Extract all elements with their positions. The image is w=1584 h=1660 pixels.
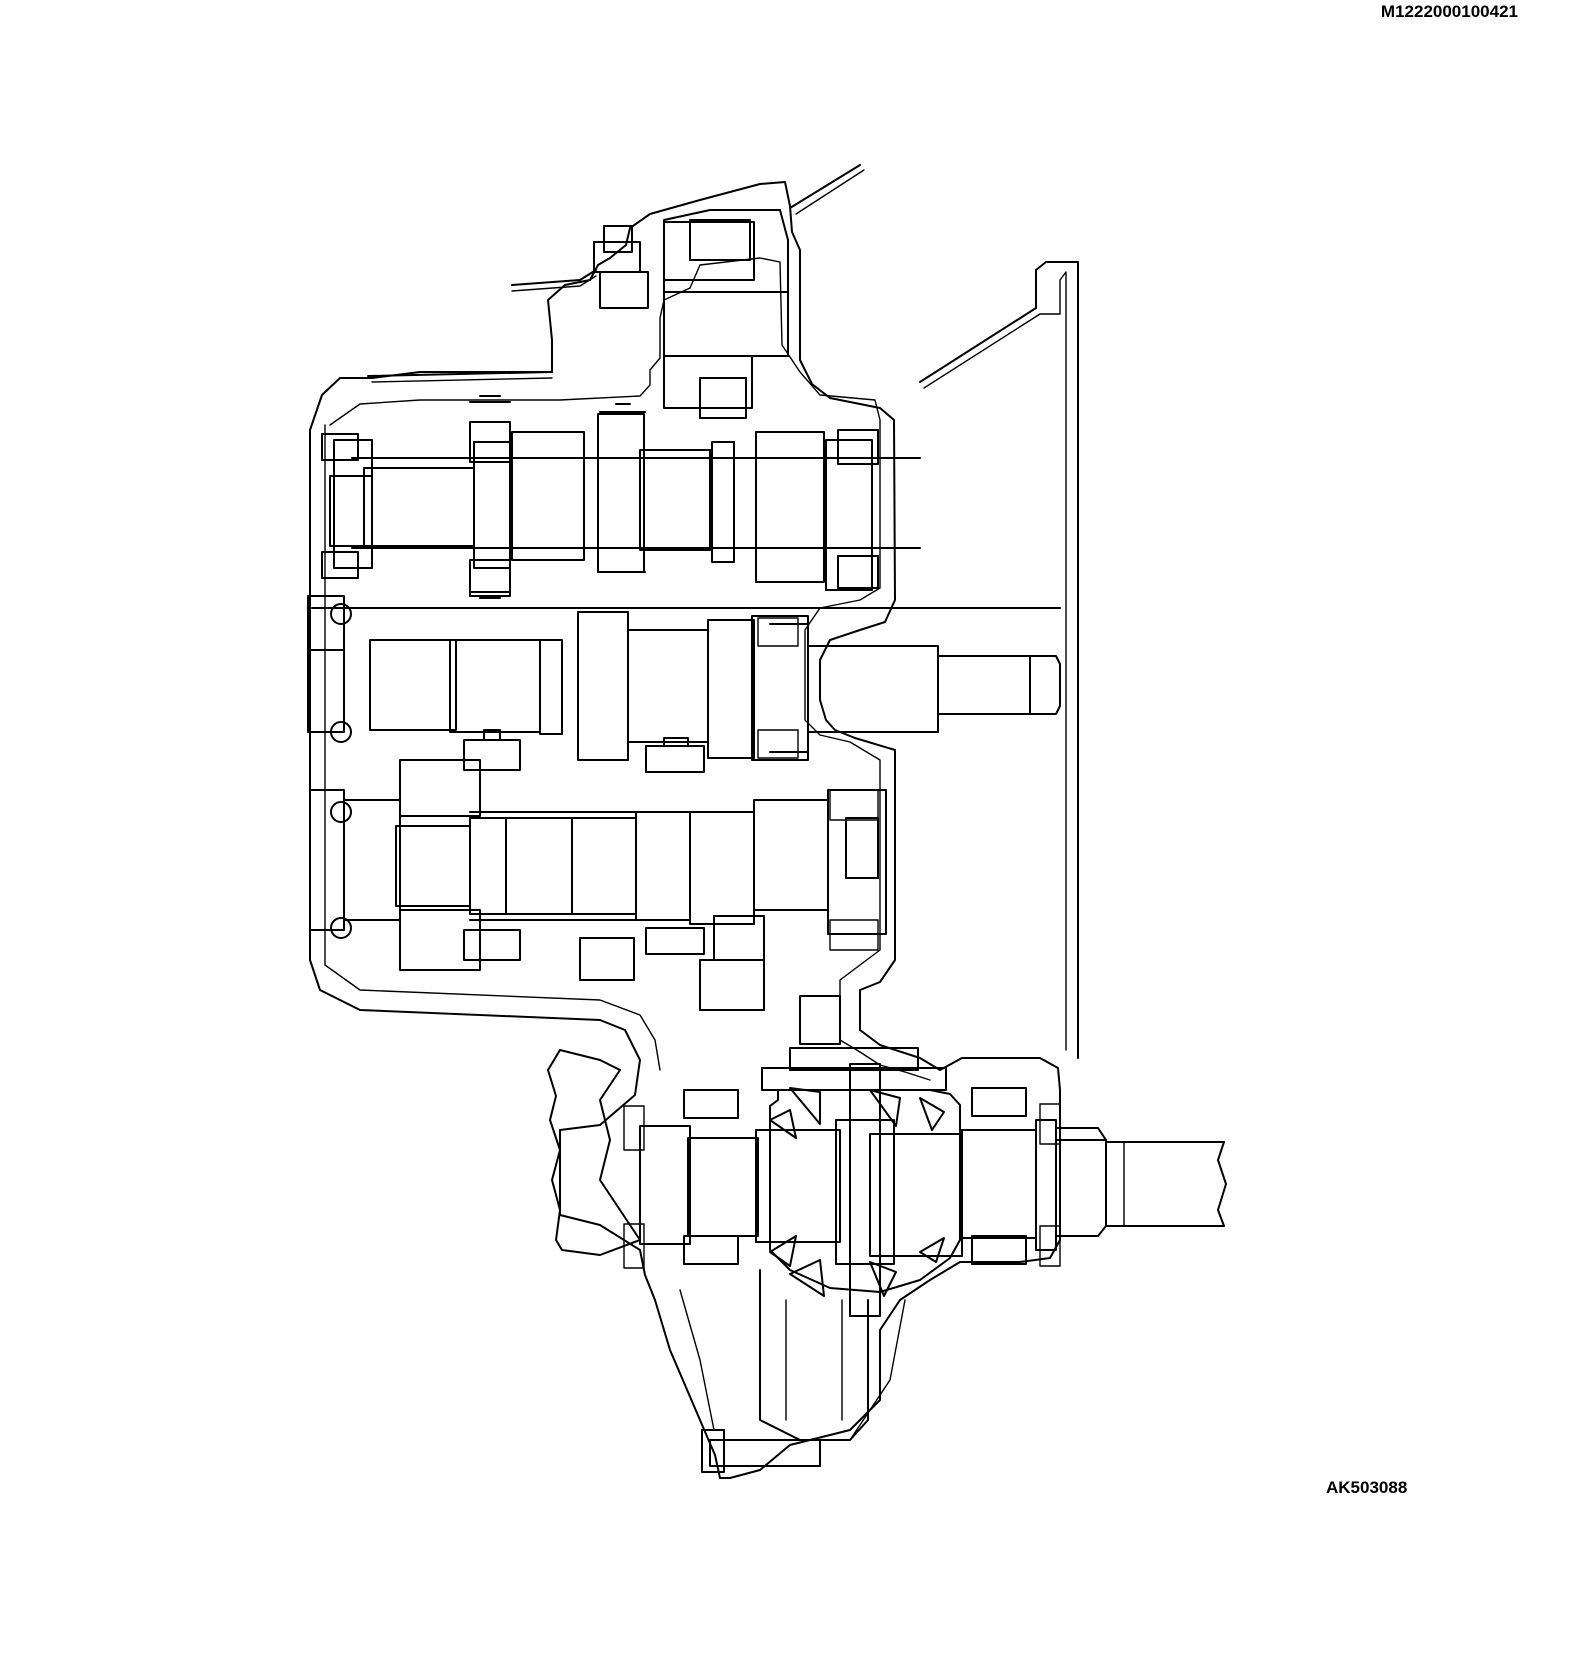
top-shift-housing	[593, 209, 789, 419]
case-inner-wall-lower	[324, 424, 661, 1071]
drawing-number: AK503088	[1326, 1478, 1408, 1497]
bell-housing-plate-inner	[923, 271, 1067, 1051]
case-flange-top-left	[367, 371, 553, 377]
case-inner-wall	[329, 257, 931, 1081]
transmission-case-outline	[309, 181, 1061, 1479]
upper-flange-left	[511, 269, 597, 286]
lower-countershaft-assembly	[309, 759, 887, 1011]
upper-flange-left-2	[511, 275, 597, 292]
input-shaft-assembly	[329, 395, 921, 599]
middle-shaft-assembly	[307, 595, 1061, 761]
lower-shaft-bearings	[330, 603, 879, 951]
input-shaft-bearings	[321, 429, 879, 589]
case-flange-top-left-2	[371, 377, 553, 383]
synchronizer-hubs	[463, 729, 705, 961]
bell-housing-plate	[919, 261, 1079, 1059]
differential-housing-lower	[679, 1269, 906, 1473]
upper-flange-right	[789, 164, 861, 209]
differential-assembly	[639, 995, 1227, 1317]
upper-flange-right-2	[795, 169, 865, 215]
figure-code: M1222000100421	[1380, 2, 1518, 21]
left-torn-casting-edge	[547, 1049, 641, 1256]
